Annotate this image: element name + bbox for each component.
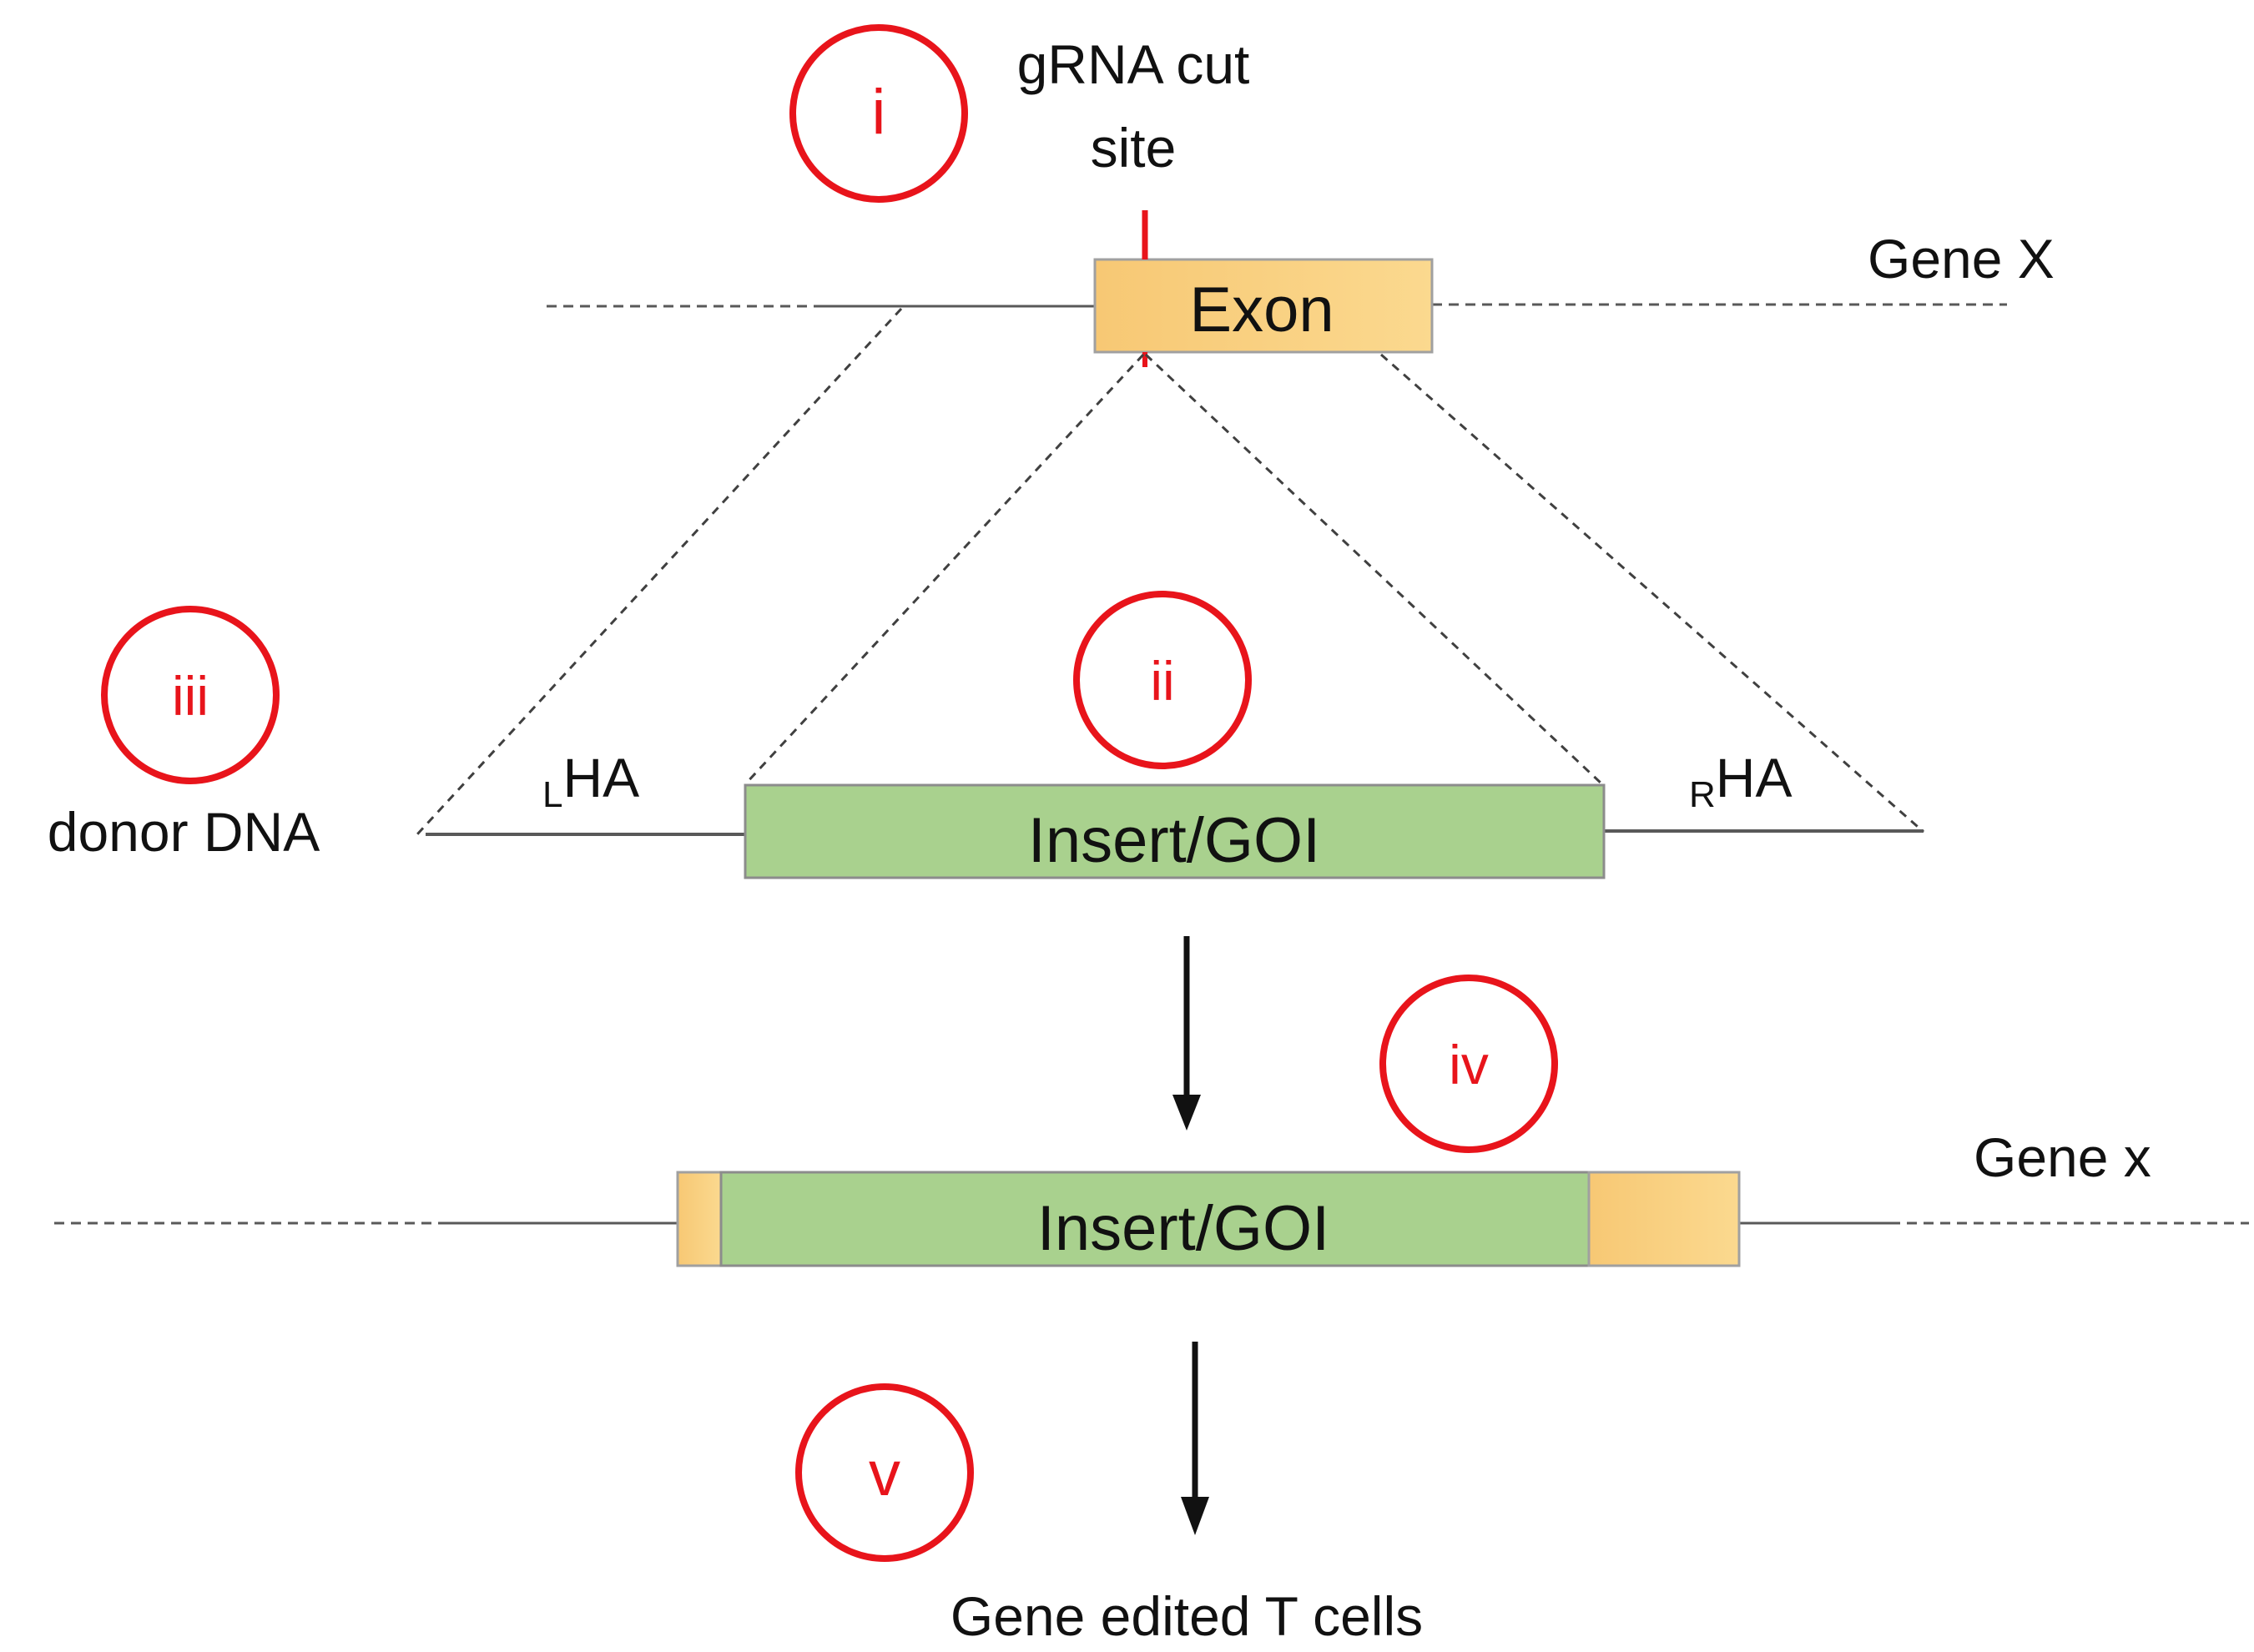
step-v-marker: v	[795, 1383, 974, 1562]
donor-dna-construct: Insert/GOI LHA RHA donor DNA	[48, 747, 1924, 879]
exon-box	[1093, 258, 1434, 354]
left-ha-main: HA	[562, 747, 639, 808]
grna-cut-site-label-line2: site	[1091, 117, 1177, 179]
edited-exon-left-part	[676, 1171, 723, 1267]
projection-right-inner	[1144, 353, 1604, 786]
right-ha-main: HA	[1716, 747, 1793, 808]
edited-exon-right-part	[1587, 1171, 1741, 1267]
step-i-marker: i	[789, 24, 968, 203]
edited-insert-box	[719, 1171, 1591, 1267]
step-ii-circle	[1073, 591, 1252, 769]
step-v-circle	[795, 1383, 974, 1562]
step-iii-marker: iii	[101, 606, 280, 784]
step-i-circle	[789, 24, 968, 203]
projection-lines	[416, 307, 1924, 836]
step-i-label: i	[872, 77, 886, 148]
step-iii-label: iii	[172, 665, 209, 727]
left-ha-subscript: L	[542, 774, 562, 815]
donor-insert-label: Insert/GOI	[1028, 805, 1321, 876]
donor-insert-box	[744, 783, 1606, 879]
step-iv-marker: iv	[1379, 975, 1558, 1153]
donor-dna-label: donor DNA	[48, 801, 320, 863]
left-ha-label: LHA	[542, 747, 639, 815]
gene-x-top-label: Gene X	[1868, 228, 2055, 290]
step-iv-label: iv	[1449, 1034, 1489, 1095]
result-label: Gene edited T cells	[951, 1585, 1423, 1647]
projection-right-outer	[1380, 353, 1924, 834]
step-iii-circle	[101, 606, 280, 784]
step-ii-marker: ii	[1073, 591, 1252, 769]
exon-label: Exon	[1189, 274, 1334, 345]
down-arrow-icon	[1181, 1342, 1209, 1535]
edited-insert-label: Insert/GOI	[1037, 1193, 1330, 1264]
projection-left-inner	[744, 353, 1145, 786]
gene-x-edited-locus: Insert/GOI Gene x	[54, 1126, 2249, 1267]
step-ii-label: ii	[1150, 650, 1174, 712]
step-v-label: v	[869, 1438, 900, 1509]
grna-cut-site-label-line1: gRNA cut	[1017, 33, 1250, 95]
right-ha-subscript: R	[1689, 774, 1716, 815]
down-arrow-icon	[1172, 936, 1201, 1131]
gene-x-bottom-label: Gene x	[1974, 1126, 2151, 1188]
right-ha-label: RHA	[1689, 747, 1792, 815]
projection-left-outer	[416, 307, 903, 836]
step-iv-circle	[1379, 975, 1558, 1153]
gene-x-top-locus: Exon Gene X	[547, 210, 2055, 367]
